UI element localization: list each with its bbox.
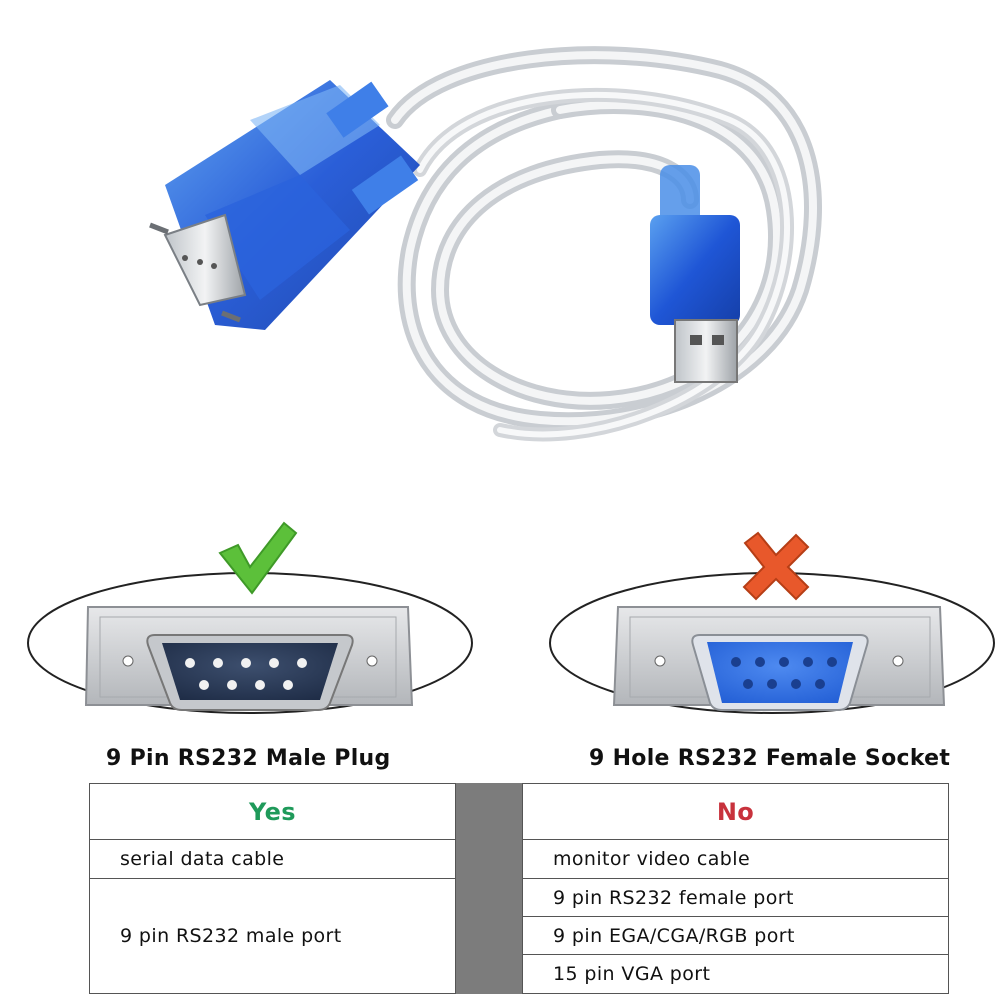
yes-header: Yes <box>89 783 456 840</box>
table-divider <box>456 783 522 994</box>
db9-male-plug <box>149 213 247 323</box>
usb-serial-cable-photo <box>149 46 822 442</box>
no-header: No <box>522 783 949 840</box>
cross-icon <box>742 531 810 601</box>
compatibility-table: Yes serial data cable 9 pin RS232 male p… <box>89 783 949 994</box>
yes-item-0: serial data cable <box>89 839 456 879</box>
check-icon <box>218 521 298 595</box>
yes-item-1: 9 pin RS232 male port <box>89 878 456 994</box>
no-item-1: 9 pin RS232 female port <box>522 878 949 917</box>
coiled-cable <box>386 46 822 442</box>
no-item-3: 15 pin VGA port <box>522 954 949 994</box>
no-item-2: 9 pin EGA/CGA/RGB port <box>522 916 949 955</box>
no-item-0: monitor video cable <box>522 839 949 879</box>
usb-a-plug <box>650 165 740 383</box>
male-plug-illustration <box>27 572 473 714</box>
female-socket-illustration <box>549 572 995 714</box>
connector-comparison <box>27 521 995 714</box>
male-plug-label: 9 Pin RS232 Male Plug <box>106 746 391 771</box>
female-socket-label: 9 Hole RS232 Female Socket <box>589 746 951 771</box>
